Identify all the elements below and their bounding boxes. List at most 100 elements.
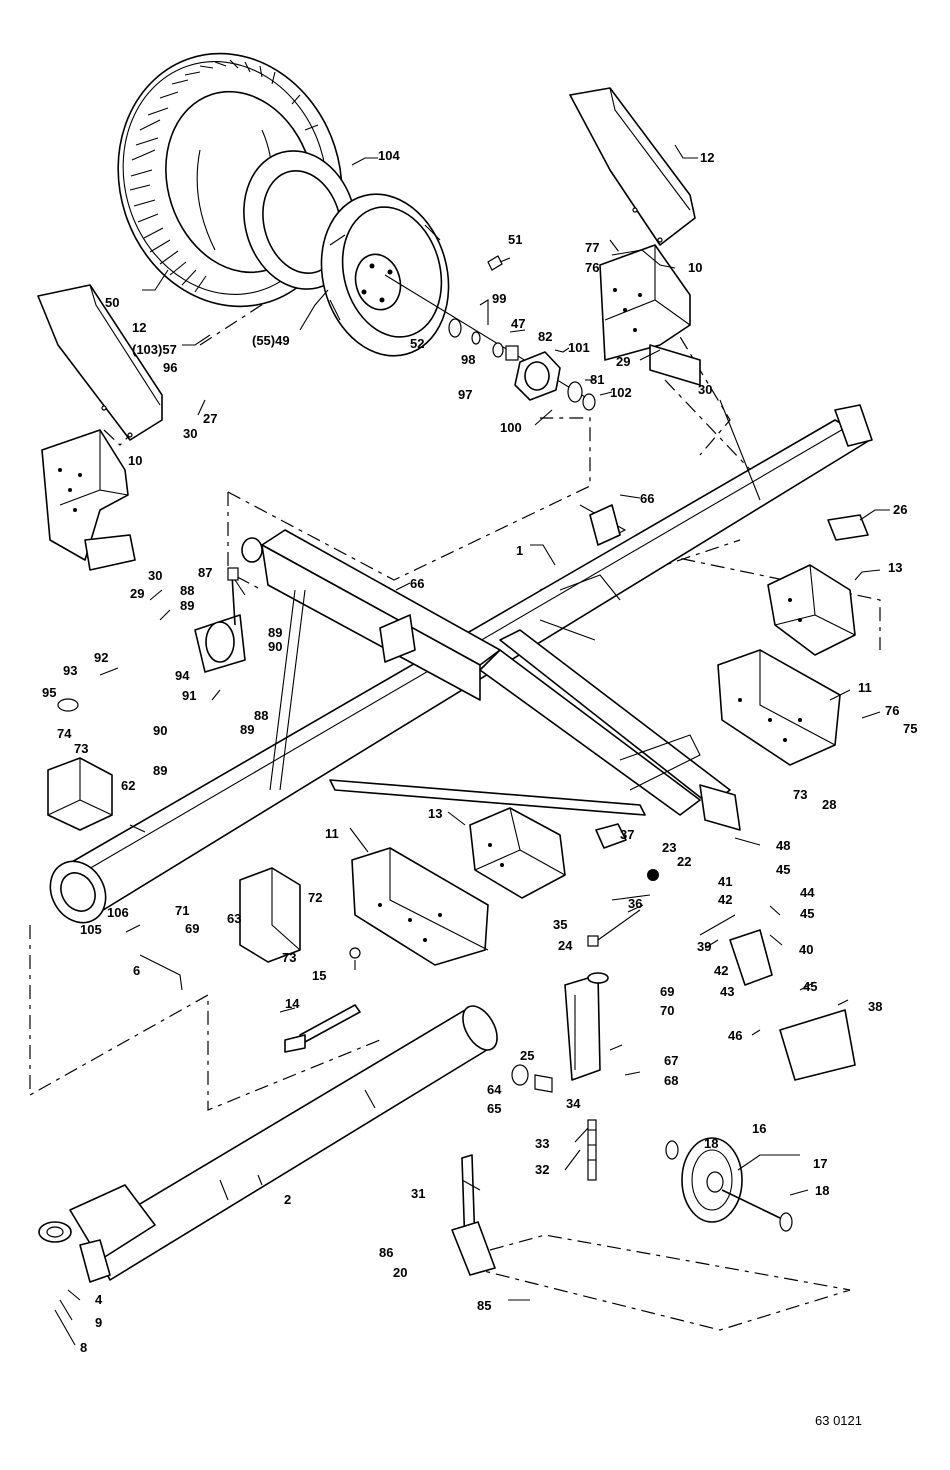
label-69: 69 [185,921,199,936]
label-24: 24 [558,938,573,953]
label-9: 9 [95,1315,102,1330]
label-15: 15 [312,968,326,983]
label-12: 12 [700,150,714,165]
bracket-62 [47,757,113,831]
label-70: 70 [660,1003,674,1018]
label-4: 4 [95,1292,103,1307]
label-94: 94 [175,668,190,683]
label-51: 51 [508,232,522,247]
label-26: 26 [893,502,907,517]
label-106: 106 [107,905,129,920]
label-101: 101 [568,340,590,355]
label-30: 30 [183,426,197,441]
label-11: 11 [858,680,872,695]
label-29: 29 [130,586,144,601]
jack-25 [564,909,641,1081]
bracket-13-lower [469,807,566,899]
bracket-10-left [41,429,136,571]
label-35: 35 [553,917,567,932]
drawing-code: 63 0121 [815,1413,862,1428]
label-82: 82 [538,329,552,344]
label-98: 98 [461,352,475,367]
label-76: 76 [585,260,599,275]
label-86: 86 [379,1245,393,1260]
label-22: 22 [677,854,691,869]
label-102: 102 [610,385,632,400]
label-74: 74 [57,726,72,741]
label-45: 45 [800,906,814,921]
label-38: 38 [868,999,882,1014]
label-68: 68 [664,1073,678,1088]
label-34: 34 [566,1096,581,1111]
label-72: 72 [308,890,322,905]
label-64: 64 [487,1082,502,1097]
label-99: 99 [492,291,506,306]
label-30: 30 [698,382,712,397]
label-91: 91 [182,688,196,703]
jack-foot-31 [451,1154,496,1276]
label-2: 2 [284,1192,291,1207]
label-32: 32 [535,1162,549,1177]
label-18: 18 [815,1183,829,1198]
label-90: 90 [153,723,167,738]
jack-screw-32 [587,1119,597,1181]
label-69: 69 [660,984,674,999]
label-96: 96 [163,360,177,375]
label-100: 100 [500,420,522,435]
fender-12-left [37,284,163,441]
label-45: 45 [776,862,790,877]
bracket-10-right [599,244,701,386]
label-10: 10 [128,453,142,468]
label-42: 42 [718,892,732,907]
label-16: 16 [752,1121,766,1136]
label-33: 33 [535,1136,549,1151]
label-1: 1 [516,543,523,558]
winch-87 [194,567,246,673]
label-62: 62 [121,778,135,793]
label-77: 77 [585,240,599,255]
label-18: 18 [704,1136,718,1151]
label-29: 29 [616,354,630,369]
jack-wheel-16 [665,1137,793,1232]
fender-12-top [569,87,696,246]
label-11: 11 [325,826,339,841]
label-25: 25 [520,1048,534,1063]
label-63: 63 [227,911,241,926]
label-97: 97 [458,387,472,402]
label-31: 31 [411,1186,425,1201]
label-37: 37 [620,827,634,842]
label-87: 87 [198,565,212,580]
label-104: 104 [378,148,400,163]
label-71: 71 [175,903,189,918]
label-46: 46 [728,1028,742,1043]
label-20: 20 [393,1265,407,1280]
small-hardware [57,514,869,1093]
label-88: 88 [254,708,268,723]
label-42: 42 [714,963,728,978]
label-30: 30 [148,568,162,583]
label-14: 14 [285,996,300,1011]
label-105: 105 [80,922,102,937]
label-89: 89 [153,763,167,778]
label-6: 6 [133,963,140,978]
label-8: 8 [80,1340,87,1355]
wheel-nut-51 [487,255,511,271]
main-frame-1 [49,399,873,924]
label-52: 52 [410,336,424,351]
label-89: 89 [268,625,282,640]
label-93: 93 [63,663,77,678]
label-85: 85 [477,1298,491,1313]
label-65: 65 [487,1101,501,1116]
label-40: 40 [799,942,813,957]
label-41: 41 [718,874,732,889]
hub-assembly [384,274,596,411]
label-88: 88 [180,583,194,598]
label-13: 13 [428,806,442,821]
label-48: 48 [776,838,790,853]
bracket-11-right [717,649,841,766]
label-67: 67 [664,1053,678,1068]
bracket-11-lower [351,847,489,966]
label-47: 47 [511,316,525,331]
tongue-2 [38,1005,498,1283]
label-27: 27 [203,411,217,426]
